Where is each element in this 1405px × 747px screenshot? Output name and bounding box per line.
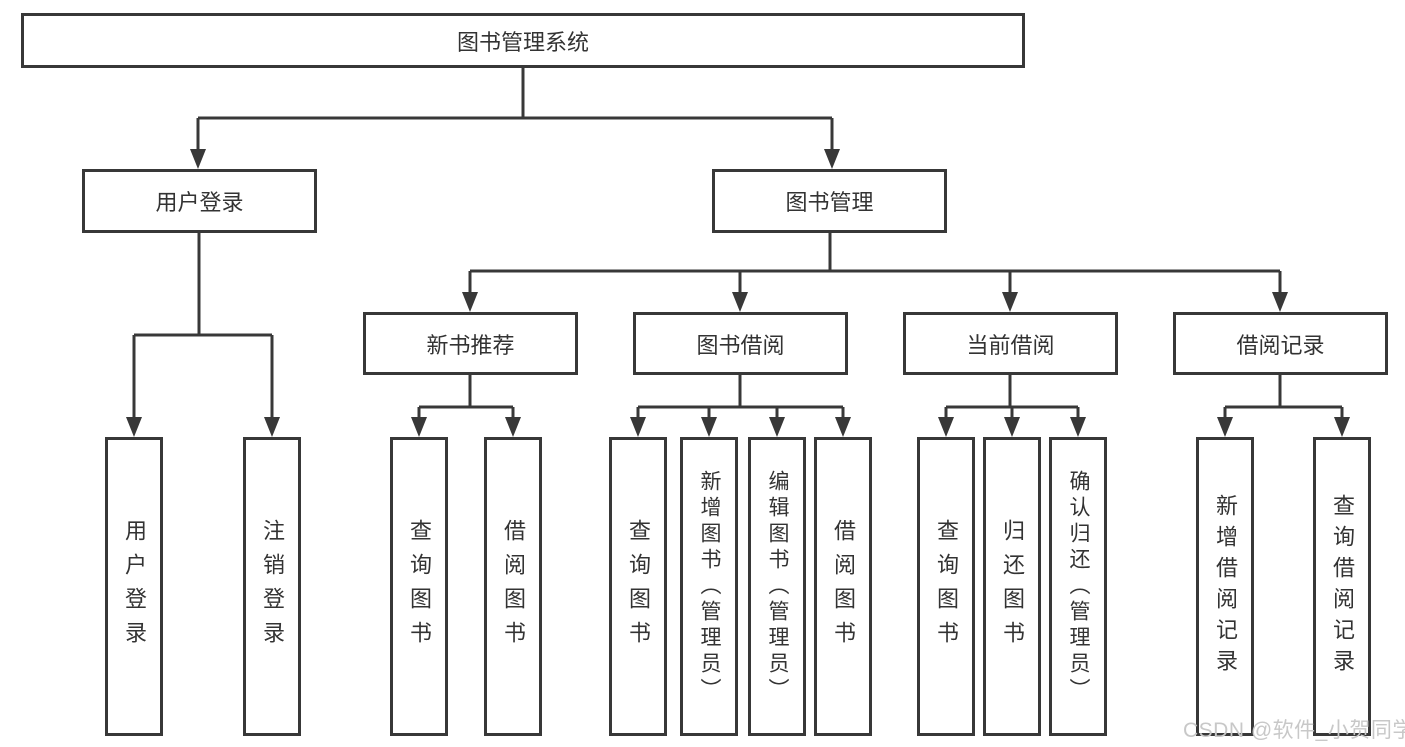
leaf-edit-book-admin: 编辑图书（管理员）: [748, 437, 806, 736]
node-user-login: 用户登录: [82, 169, 317, 233]
leaf-query-borrow-record: 查询借阅记录: [1313, 437, 1371, 736]
leaf-return-books: 归还图书: [983, 437, 1041, 736]
node-label: 编辑图书（管理员）: [766, 469, 789, 704]
node-label: 查询图书: [934, 518, 959, 655]
leaf-add-borrow-record: 新增借阅记录: [1196, 437, 1254, 736]
node-label: 查询借阅记录: [1330, 493, 1355, 680]
node-label: 查询图书: [626, 518, 651, 655]
watermark: CSDN @软件_小贺同学: [1183, 719, 1405, 742]
leaf-add-book-admin: 新增图书（管理员）: [680, 437, 738, 736]
node-label: 借阅图书: [501, 518, 526, 655]
node-label: 借阅图书: [831, 518, 856, 655]
node-new-book-recommendation: 新书推荐: [363, 312, 578, 375]
leaf-user-login: 用户登录: [105, 437, 163, 736]
node-label: 用户登录: [155, 190, 244, 215]
node-label: 归还图书: [1000, 518, 1025, 655]
leaf-query-books-recommend: 查询图书: [390, 437, 448, 736]
node-label: 注销登录: [260, 518, 285, 655]
leaf-borrow-books-borrowing: 借阅图书: [814, 437, 872, 736]
leaf-query-books-current: 查询图书: [917, 437, 975, 736]
node-book-borrowing: 图书借阅: [633, 312, 848, 375]
node-label: 图书借阅: [696, 332, 785, 358]
node-label: 新增图书（管理员）: [698, 469, 721, 704]
node-library-management-system: 图书管理系统: [21, 13, 1025, 68]
leaf-confirm-return-admin: 确认归还（管理员）: [1049, 437, 1107, 736]
node-label: 新书推荐: [426, 332, 515, 358]
leaf-borrow-books-recommend: 借阅图书: [484, 437, 542, 736]
node-borrowing-records: 借阅记录: [1173, 312, 1388, 375]
node-book-management: 图书管理: [712, 169, 947, 233]
node-label: 用户登录: [122, 518, 147, 655]
leaf-query-books-borrowing: 查询图书: [609, 437, 667, 736]
node-label: 确认归还（管理员）: [1067, 469, 1090, 704]
node-label: 借阅记录: [1236, 332, 1325, 358]
leaf-logout: 注销登录: [243, 437, 301, 736]
node-current-borrowing: 当前借阅: [903, 312, 1118, 375]
node-label: 查询图书: [407, 518, 432, 655]
node-label: 当前借阅: [966, 332, 1055, 358]
node-label: 新增借阅记录: [1213, 493, 1238, 680]
node-label: 图书管理: [785, 190, 874, 215]
node-label: 图书管理系统: [456, 29, 589, 55]
